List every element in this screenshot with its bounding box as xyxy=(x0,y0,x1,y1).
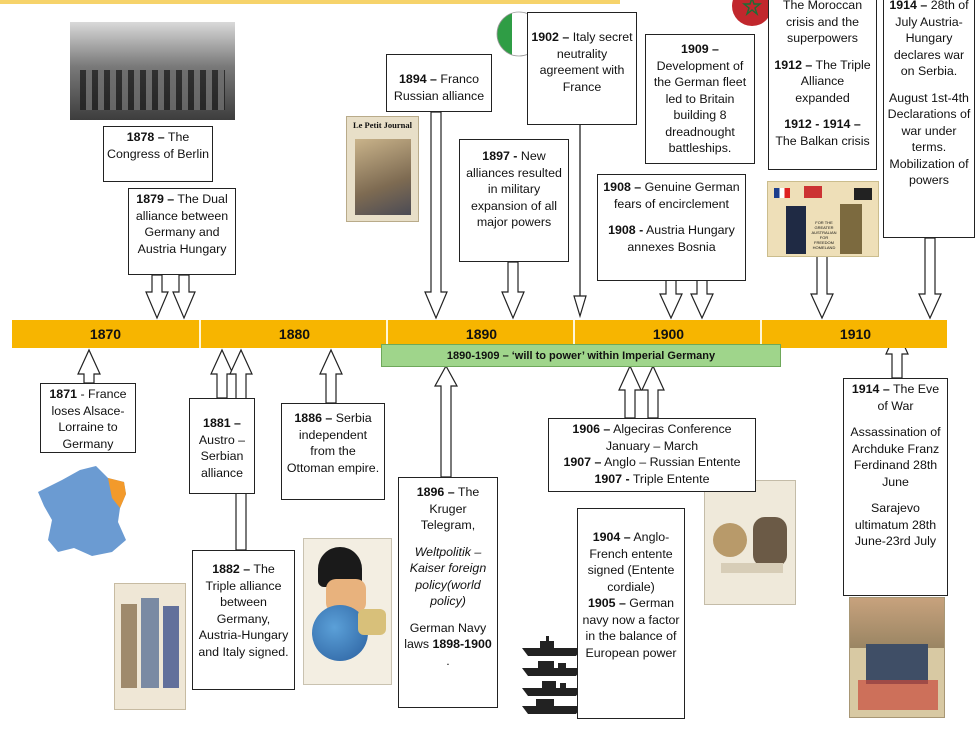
triple-alliance-soldiers-image xyxy=(114,583,186,710)
arrow-1906-a xyxy=(618,364,642,419)
event-1908: 1908 – Genuine German fears of encirclem… xyxy=(597,174,746,281)
era-band: 1890-1909 – ‘will to power’ within Imper… xyxy=(381,344,781,367)
event-1909: 1909 – Development of the German fleet l… xyxy=(645,34,755,164)
event-1896: 1896 – The Kruger Telegram, Weltpolitik … xyxy=(398,477,498,708)
event-1871: 1871 - France loses Alsace-Lorraine to G… xyxy=(40,383,136,453)
warships-icon xyxy=(522,636,582,714)
le-petit-journal-image: Le Petit Journal xyxy=(346,116,419,222)
event-1902: 1902 – Italy secret neutrality agreement… xyxy=(527,12,637,125)
event-1886: 1886 – Serbia independent from the Ottom… xyxy=(281,403,385,500)
decade-1900: 1900 xyxy=(573,320,762,348)
arrow-1879-a xyxy=(145,274,169,320)
congress-of-berlin-image xyxy=(70,22,235,120)
event-1904-1905: 1904 – Anglo-French entente signed (Ente… xyxy=(577,508,685,719)
event-1878: 1878 – The Congress of Berlin xyxy=(103,126,213,182)
arrow-1897 xyxy=(501,261,525,320)
arrow-1881-a xyxy=(210,348,234,399)
assassination-illustration xyxy=(849,597,945,718)
arrow-1914-top xyxy=(918,237,942,320)
timeline-bar: 1870 1880 1890 1900 1910 xyxy=(12,320,947,348)
kaiser-globe-cartoon xyxy=(303,538,392,685)
event-moroccan-1912: The Moroccan crisis and the superpowers … xyxy=(768,0,877,170)
event-1914-declarations: 1914 – 28th of July Austria-Hungary decl… xyxy=(883,0,975,238)
decade-1870: 1870 xyxy=(89,326,122,342)
event-1882: 1882 – The Triple alliance between Germa… xyxy=(192,550,295,690)
arrow-1871 xyxy=(77,348,101,384)
arrow-1908-a xyxy=(659,279,683,320)
event-1906-1907: 1906 – Algeciras Conference January – Ma… xyxy=(548,418,756,492)
decade-1910: 1910 xyxy=(760,320,949,348)
event-1914-eve: 1914 – The Eve of War Assassination of A… xyxy=(843,378,948,596)
decade-1880: 1880 xyxy=(199,320,388,348)
arrow-1906-b xyxy=(641,364,665,419)
morocco-flag-icon xyxy=(732,0,772,26)
arrow-1902 xyxy=(573,295,587,319)
event-1879: 1879 – The Dual alliance between Germany… xyxy=(128,188,236,275)
top-stripe xyxy=(0,0,620,4)
arrow-1886 xyxy=(319,348,343,404)
event-1894: 1894 – Franco Russian alliance xyxy=(386,54,492,112)
event-1897: 1897 - New alliances resulted in militar… xyxy=(459,139,569,262)
event-1881: 1881 – Austro – Serbian alliance xyxy=(189,398,255,494)
decade-1890: 1890 xyxy=(386,320,575,348)
arrow-1879-b xyxy=(172,274,196,320)
france-map-icon xyxy=(38,466,126,556)
balkan-poster-image: FOR THE GREATER AUSTRALIAN FOR FREEDOM H… xyxy=(767,181,879,257)
lion-bear-cartoon xyxy=(704,480,796,605)
arrow-1894 xyxy=(424,111,448,320)
arrow-1908-b xyxy=(690,279,714,320)
arrow-1896 xyxy=(433,364,459,478)
arrow-1912 xyxy=(810,255,834,320)
